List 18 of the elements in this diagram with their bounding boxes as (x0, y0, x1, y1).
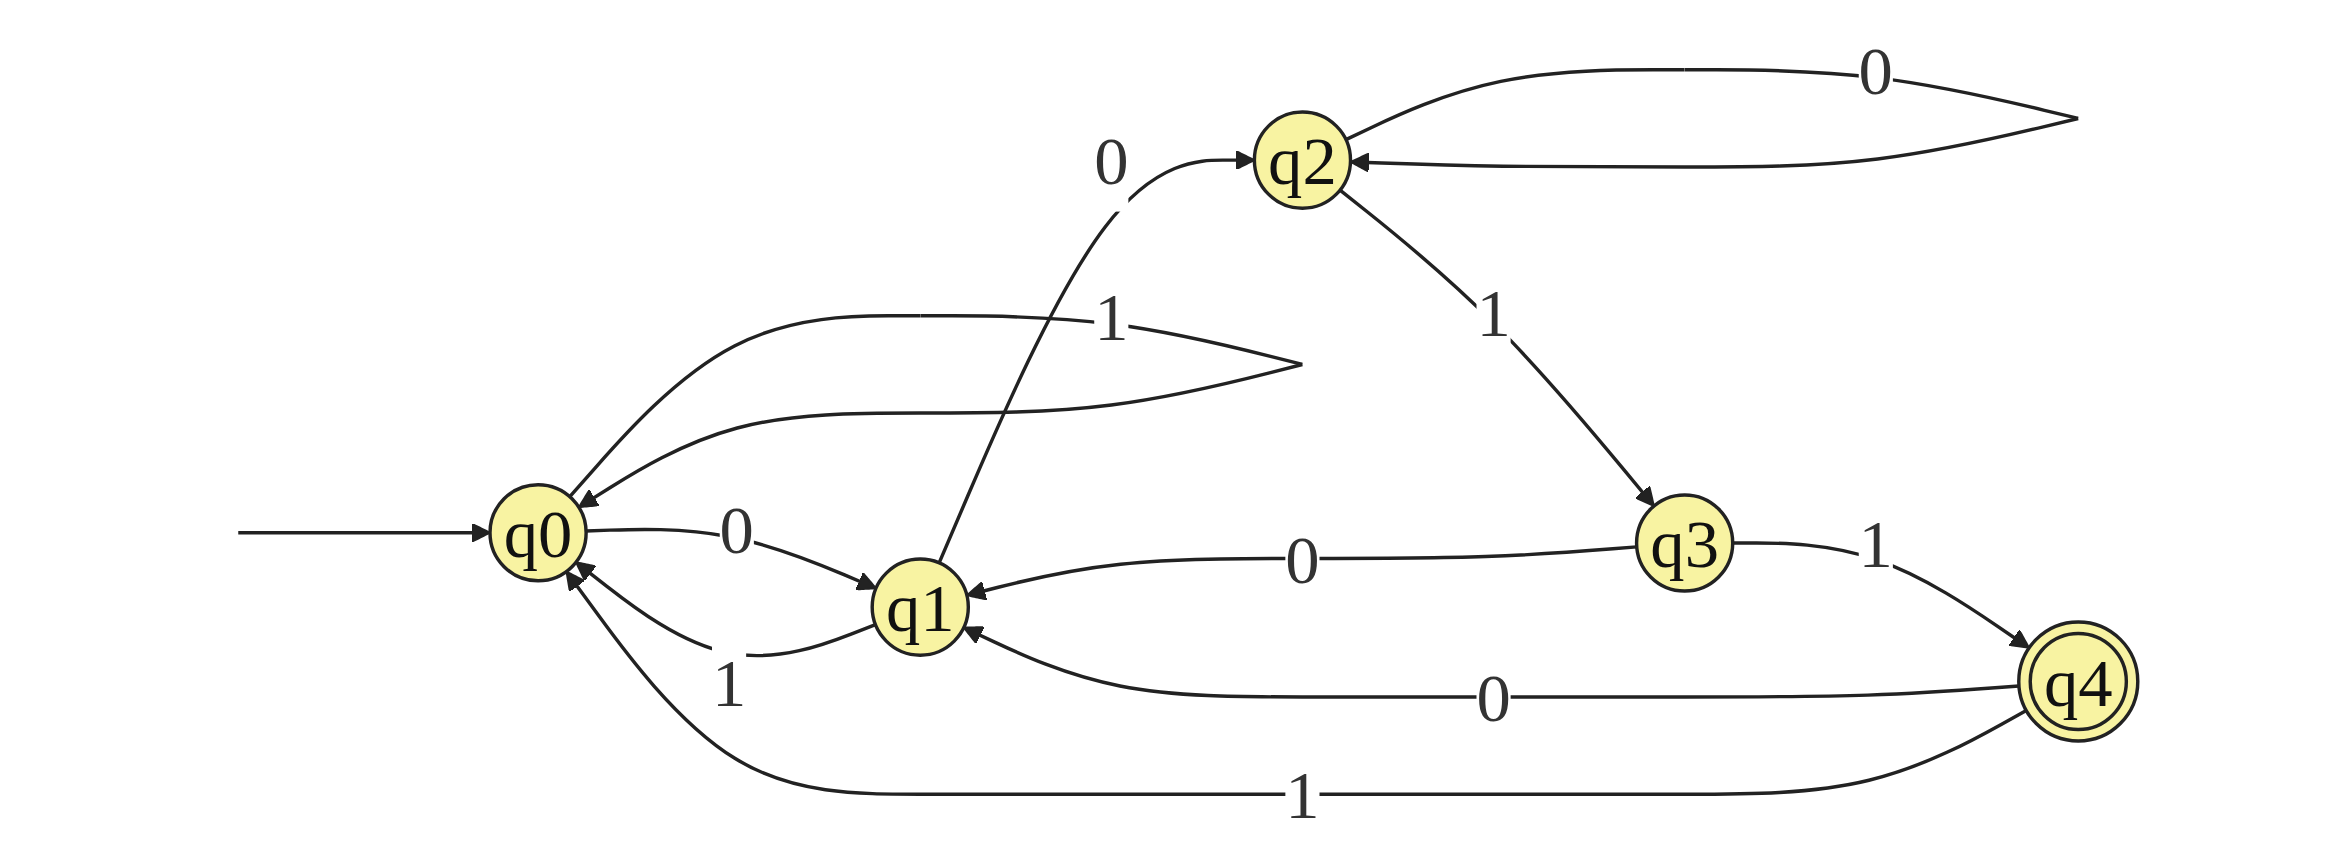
edge-label: 0 (1858, 32, 1893, 108)
edge-label: 1 (1858, 505, 1893, 581)
node-circle: q4 (2017, 620, 2140, 743)
edge-label: 1 (1094, 278, 1129, 354)
edge-label: 1 (711, 643, 747, 720)
node-circle: q3 (1634, 493, 1735, 593)
edge-label: 0 (1476, 659, 1511, 735)
arrow (1338, 188, 1655, 507)
arrow (565, 570, 2028, 796)
edge-label: 0 (719, 491, 754, 567)
arrow (586, 527, 877, 591)
edge-label: 1 (1476, 274, 1511, 351)
node-circle: q1 (870, 557, 971, 657)
edge-label: 0 (1285, 520, 1320, 597)
node-circle: q2 (1252, 110, 1353, 210)
edge-label: 0 (1094, 122, 1129, 198)
edge-label: 1 (1285, 756, 1320, 832)
node-circle: q0 (488, 482, 588, 583)
